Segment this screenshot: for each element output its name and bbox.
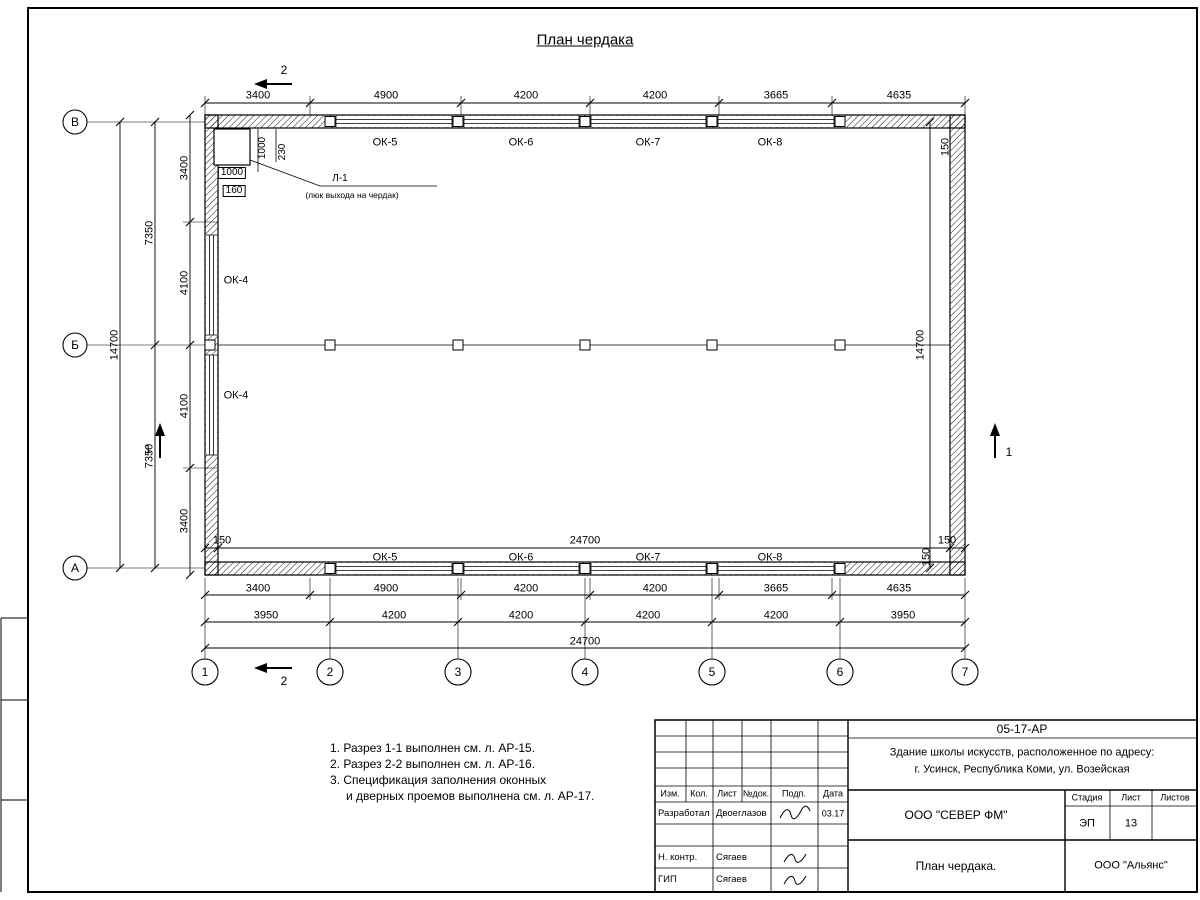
dim-bot2-4: 4200 [635,609,661,622]
dim-top-1: 3400 [245,89,271,102]
dim-hatch-230: 230 [277,143,288,161]
dim-bot2-2: 4200 [381,609,407,622]
titleblock-sheet-value: 13 [1124,817,1138,830]
section-2-bottom: 2 [280,674,288,688]
hatch-desc-label: (люк выхода на чердак) [305,189,399,200]
titleblock-header-kol: Кол. [690,788,708,799]
titleblock-project-line1: Здание школы искусств, расположенное по … [889,746,1155,759]
dim-bot-total: 24700 [569,635,601,648]
note-line-1: 1. Разрез 1-1 выполнен см. л. АР-15. [330,741,536,755]
titleblock-sheet-label: Лист [1121,792,1141,803]
dim-wall-150-bottom: 150 [920,547,933,567]
window-label-bottom-ok5: ОК-5 [372,551,398,564]
hatch-code-label: Л-1 [332,173,348,184]
sheet-title: План чердака [536,31,634,49]
dim-hatch-160: 160 [222,185,246,197]
titleblock-sheets-label: Листов [1160,792,1190,803]
dim-left-a-3: 4100 [178,393,191,419]
axis-col-4: 4 [581,665,589,679]
dim-bot1-4: 4200 [642,582,668,595]
titleblock-drawing-title: План чердака. [915,859,997,873]
titleblock-role-3: ГИП [658,874,677,885]
axis-row-a: А [70,561,80,575]
dim-hatch-1000-h: 1000 [217,167,247,179]
dim-bot1-2: 4900 [373,582,399,595]
dim-left-a-1: 3400 [178,155,191,181]
dim-top-4: 4200 [642,89,668,102]
window-label-bottom-ok6: ОК-6 [508,551,534,564]
window-label-left-ok4-2: ОК-4 [223,389,249,402]
axis-col-7: 7 [961,665,969,679]
dim-top-3: 4200 [513,89,539,102]
window-label-bottom-ok8: ОК-8 [757,551,783,564]
dim-bot2-1: 3950 [253,609,279,622]
dim-wall-150-top: 150 [939,137,952,157]
axis-row-b: Б [71,338,79,352]
dim-inner-150-right: 150 [937,534,957,547]
dim-left-a-2: 4100 [178,270,191,296]
dim-top-5: 3665 [763,89,789,102]
titleblock-header-data: Дата [823,788,843,799]
section-1-left: 1 [144,442,152,456]
section-2-top: 2 [280,63,288,77]
note-line-4: и дверных проемов выполнена см. л. АР-17… [346,789,595,803]
axis-col-1: 1 [201,665,209,679]
axis-col-6: 6 [836,665,844,679]
dim-left-a-4: 3400 [178,508,191,534]
dim-top-6: 4635 [886,89,912,102]
window-label-top-ok7: ОК-7 [635,136,661,149]
dim-bot1-1: 3400 [245,582,271,595]
window-label-top-ok5: ОК-5 [372,136,398,149]
titleblock-name-3: Сягаев [716,874,747,885]
titleblock-name-2: Сягаев [716,852,747,863]
dim-inner-24700: 24700 [569,534,601,547]
window-label-left-ok4-1: ОК-4 [223,274,249,287]
titleblock-header-list: Лист [717,788,737,799]
dim-bot1-5: 3665 [763,582,789,595]
dim-hatch-1000-v: 1000 [257,136,268,160]
titleblock-header-izm: Изм. [660,788,680,799]
dim-bot2-6: 3950 [890,609,916,622]
titleblock-header-podp: Подп. [782,788,806,799]
dim-top-2: 4900 [373,89,399,102]
window-label-bottom-ok7: ОК-7 [635,551,661,564]
dim-bot1-6: 4635 [886,582,912,595]
titleblock-role-2: Н. контр. [658,852,698,863]
titleblock-name-1: Двоеглазов [716,808,767,819]
titleblock-header-ndok: №док. [742,788,770,799]
titleblock-stage-value: ЭП [1079,817,1095,830]
titleblock-contractor: ООО "Альянс" [1094,859,1168,872]
note-line-3: 3. Спецификация заполнения оконных [330,773,547,787]
titleblock-doc-code: 05-17-АР [996,722,1048,736]
dim-bot1-3: 4200 [513,582,539,595]
titleblock-role-1: Разработал [658,808,710,819]
axis-row-v: В [70,115,80,129]
titleblock-company: ООО "СЕВЕР ФМ" [904,808,1008,822]
dim-left-b-1: 7350 [143,220,156,246]
dim-right-total: 14700 [914,329,927,361]
axis-col-3: 3 [454,665,462,679]
window-label-top-ok6: ОК-6 [508,136,534,149]
note-line-2: 2. Разрез 2-2 выполнен см. л. АР-16. [330,757,536,771]
axis-col-5: 5 [708,665,716,679]
section-1-right: 1 [1005,445,1013,459]
axis-col-2: 2 [326,665,334,679]
dim-left-total: 14700 [108,329,121,361]
titleblock-date-1: 03.17 [821,808,845,819]
dim-bot2-3: 4200 [508,609,534,622]
titleblock-stage-label: Стадия [1071,792,1103,803]
dim-bot2-5: 4200 [763,609,789,622]
window-label-top-ok8: ОК-8 [757,136,783,149]
titleblock-project-line2: г. Усинск, Республика Коми, ул. Возейска… [914,763,1130,776]
dim-inner-150-left: 150 [212,534,232,547]
